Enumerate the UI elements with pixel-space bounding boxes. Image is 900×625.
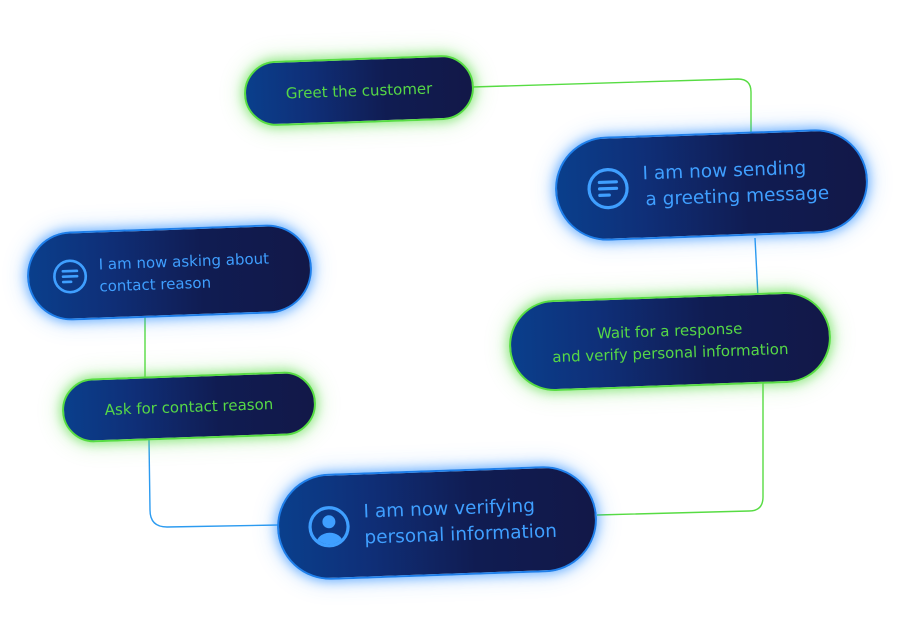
node-sending-greeting-line2: a greeting message — [645, 182, 830, 211]
connector-verifying-to-ask — [148, 439, 280, 528]
message-lines-icon — [50, 256, 89, 295]
node-verifying-info: I am now verifying personal information — [275, 464, 599, 582]
connector-wait-to-verifying — [596, 383, 764, 516]
node-asking-reason: I am now asking about contact reason — [25, 223, 314, 322]
node-verifying-info-line2: personal information — [364, 520, 558, 549]
node-sending-greeting: I am now sending a greeting message — [553, 127, 870, 243]
node-wait-response: Wait for a response and verify personal … — [507, 290, 833, 393]
node-ask-reason-label: Ask for contact reason — [104, 395, 274, 419]
connector-greet-to-sending — [471, 78, 752, 134]
node-ask-reason: Ask for contact reason — [60, 370, 318, 444]
message-lines-icon — [584, 165, 632, 213]
node-greet-customer-label: Greet the customer — [285, 78, 433, 103]
user-icon — [305, 503, 353, 551]
node-greet-customer: Greet the customer — [242, 54, 476, 127]
connector-sending-to-wait — [754, 237, 759, 298]
